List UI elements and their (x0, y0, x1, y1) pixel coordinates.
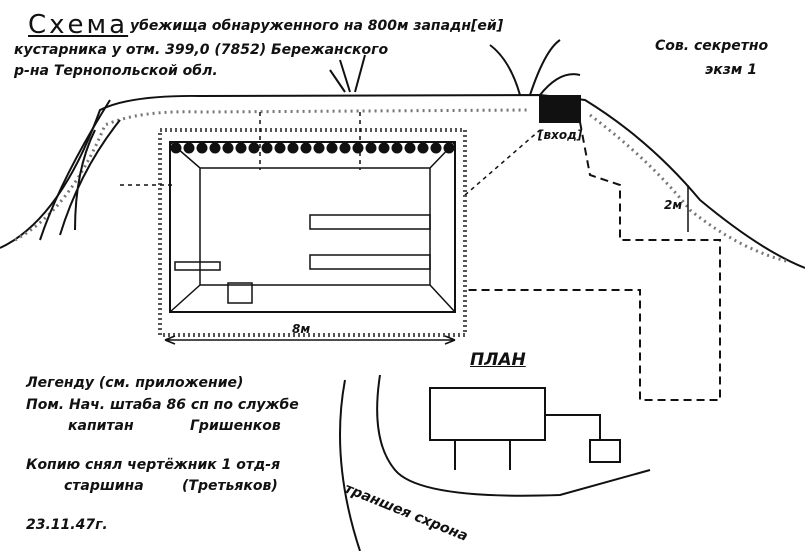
ceiling-log (365, 142, 377, 154)
ceiling-log (300, 142, 312, 154)
plan-label: ПЛАН (470, 350, 526, 370)
rank-1: капитан (68, 418, 134, 434)
ceiling-log (196, 142, 208, 154)
plan-side-room (589, 439, 621, 463)
title-line-3: р-на Тернопольской обл. (14, 63, 218, 79)
ceiling-log (313, 142, 325, 154)
ceiling-log (339, 142, 351, 154)
plan-trench (339, 374, 651, 551)
ceiling-log (391, 142, 403, 154)
length-label: 8м (292, 322, 311, 336)
rank-2: старшина (64, 478, 144, 494)
entrance-hatch (539, 95, 581, 123)
ceiling-log (222, 142, 234, 154)
length-arrow (164, 335, 456, 345)
title-line-1: убежища обнаруженного на 800м западн[ей] (130, 18, 504, 34)
ceiling-log (248, 142, 260, 154)
bunker-outer (158, 128, 467, 337)
ceiling-log (378, 142, 390, 154)
officer-line: Пом. Нач. штаба 86 сп по службе (26, 397, 299, 413)
legend-note: Легенду (см. приложение) (26, 375, 244, 391)
date: 23.11.47г. (26, 517, 108, 533)
entrance-label: [вход] (538, 128, 583, 142)
diagram-title: Схема (28, 10, 129, 40)
bed-upper (309, 214, 431, 230)
ceiling-log (430, 142, 442, 154)
table (174, 261, 221, 271)
bed-lower (309, 254, 431, 270)
ceiling-log (352, 142, 364, 154)
ceiling-log (209, 142, 221, 154)
ceiling-log (261, 142, 273, 154)
ceiling-log (274, 142, 286, 154)
depth-label: 2м (664, 198, 683, 212)
ground-fill-line (14, 108, 791, 264)
name-1: Гришенков (190, 418, 281, 434)
ceiling-log (287, 142, 299, 154)
room-perspective (169, 141, 456, 313)
plan-shelter (429, 387, 546, 441)
ceiling-log (235, 142, 247, 154)
bush-left (39, 99, 121, 241)
bush-top (329, 39, 581, 96)
title-line-2: кустарника у отм. 399,0 (7852) Бережанск… (14, 42, 389, 58)
ceiling-log (183, 142, 195, 154)
ceiling-logs (170, 142, 455, 154)
name-2: (Третьяков) (182, 478, 278, 494)
copy-number: экзм 1 (705, 62, 757, 78)
secret-stamp: Сов. секретно (655, 38, 769, 54)
copy-line: Копию снял чертёжник 1 отд-я (26, 457, 281, 473)
ceiling-log (417, 142, 429, 154)
ceiling-log (404, 142, 416, 154)
ground-surface (0, 93, 805, 269)
stool (227, 282, 253, 304)
ceiling-log (326, 142, 338, 154)
bunker-room (169, 141, 456, 313)
tunnel (465, 121, 721, 401)
